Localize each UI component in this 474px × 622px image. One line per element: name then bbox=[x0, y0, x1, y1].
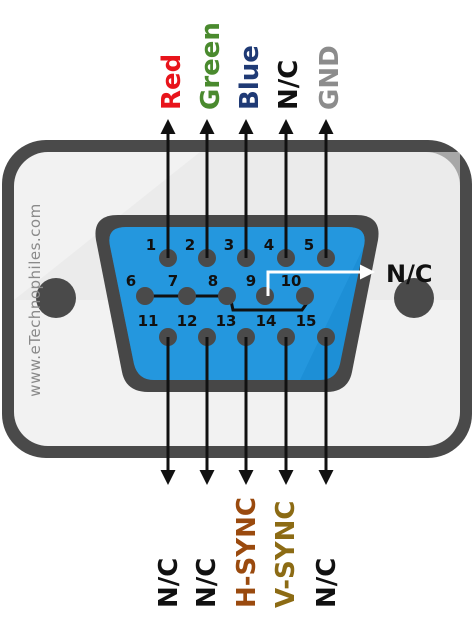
screw-hole-right bbox=[394, 278, 434, 318]
pin-number-3: 3 bbox=[224, 236, 234, 254]
label-nc-pin15: N/C bbox=[312, 558, 342, 608]
pin-number-6: 6 bbox=[126, 272, 136, 290]
label-green: Green bbox=[196, 22, 226, 110]
pin-number-4: 4 bbox=[264, 236, 274, 254]
pin-number-14: 14 bbox=[256, 312, 277, 330]
pin-number-5: 5 bbox=[304, 236, 314, 254]
pin-number-10: 10 bbox=[281, 272, 302, 290]
pin-9 bbox=[256, 287, 274, 305]
pin-number-12: 12 bbox=[177, 312, 198, 330]
watermark: www.eTechnophiles.com bbox=[26, 203, 44, 396]
pin9-wire bbox=[266, 264, 375, 296]
pin-number-7: 7 bbox=[168, 272, 178, 290]
label-red: Red bbox=[157, 54, 187, 110]
label-nc-pin12: N/C bbox=[192, 558, 222, 608]
pin-number-8: 8 bbox=[208, 272, 218, 290]
pin-8 bbox=[218, 287, 236, 305]
pin-number-2: 2 bbox=[185, 236, 195, 254]
pin-6 bbox=[136, 287, 154, 305]
screw-hole-left bbox=[36, 278, 76, 318]
wires-layer bbox=[160, 119, 334, 485]
pin-number-11: 11 bbox=[138, 312, 159, 330]
pin-number-9: 9 bbox=[246, 272, 256, 290]
label-h-sync: H-SYNC bbox=[232, 497, 262, 608]
pin-number-13: 13 bbox=[216, 312, 237, 330]
pin-7 bbox=[178, 287, 196, 305]
pin-10 bbox=[296, 287, 314, 305]
label-blue: Blue bbox=[235, 45, 265, 110]
pin-number-15: 15 bbox=[296, 312, 317, 330]
label-nc-pin11: N/C bbox=[154, 558, 184, 608]
side-label-nc: N/C bbox=[386, 260, 432, 288]
label-nc-pin4: N/C bbox=[274, 60, 304, 110]
label-gnd: GND bbox=[315, 45, 345, 110]
label-v-sync: V-SYNC bbox=[271, 501, 301, 608]
ground-bus-line bbox=[145, 294, 314, 312]
pin-number-1: 1 bbox=[146, 236, 156, 254]
